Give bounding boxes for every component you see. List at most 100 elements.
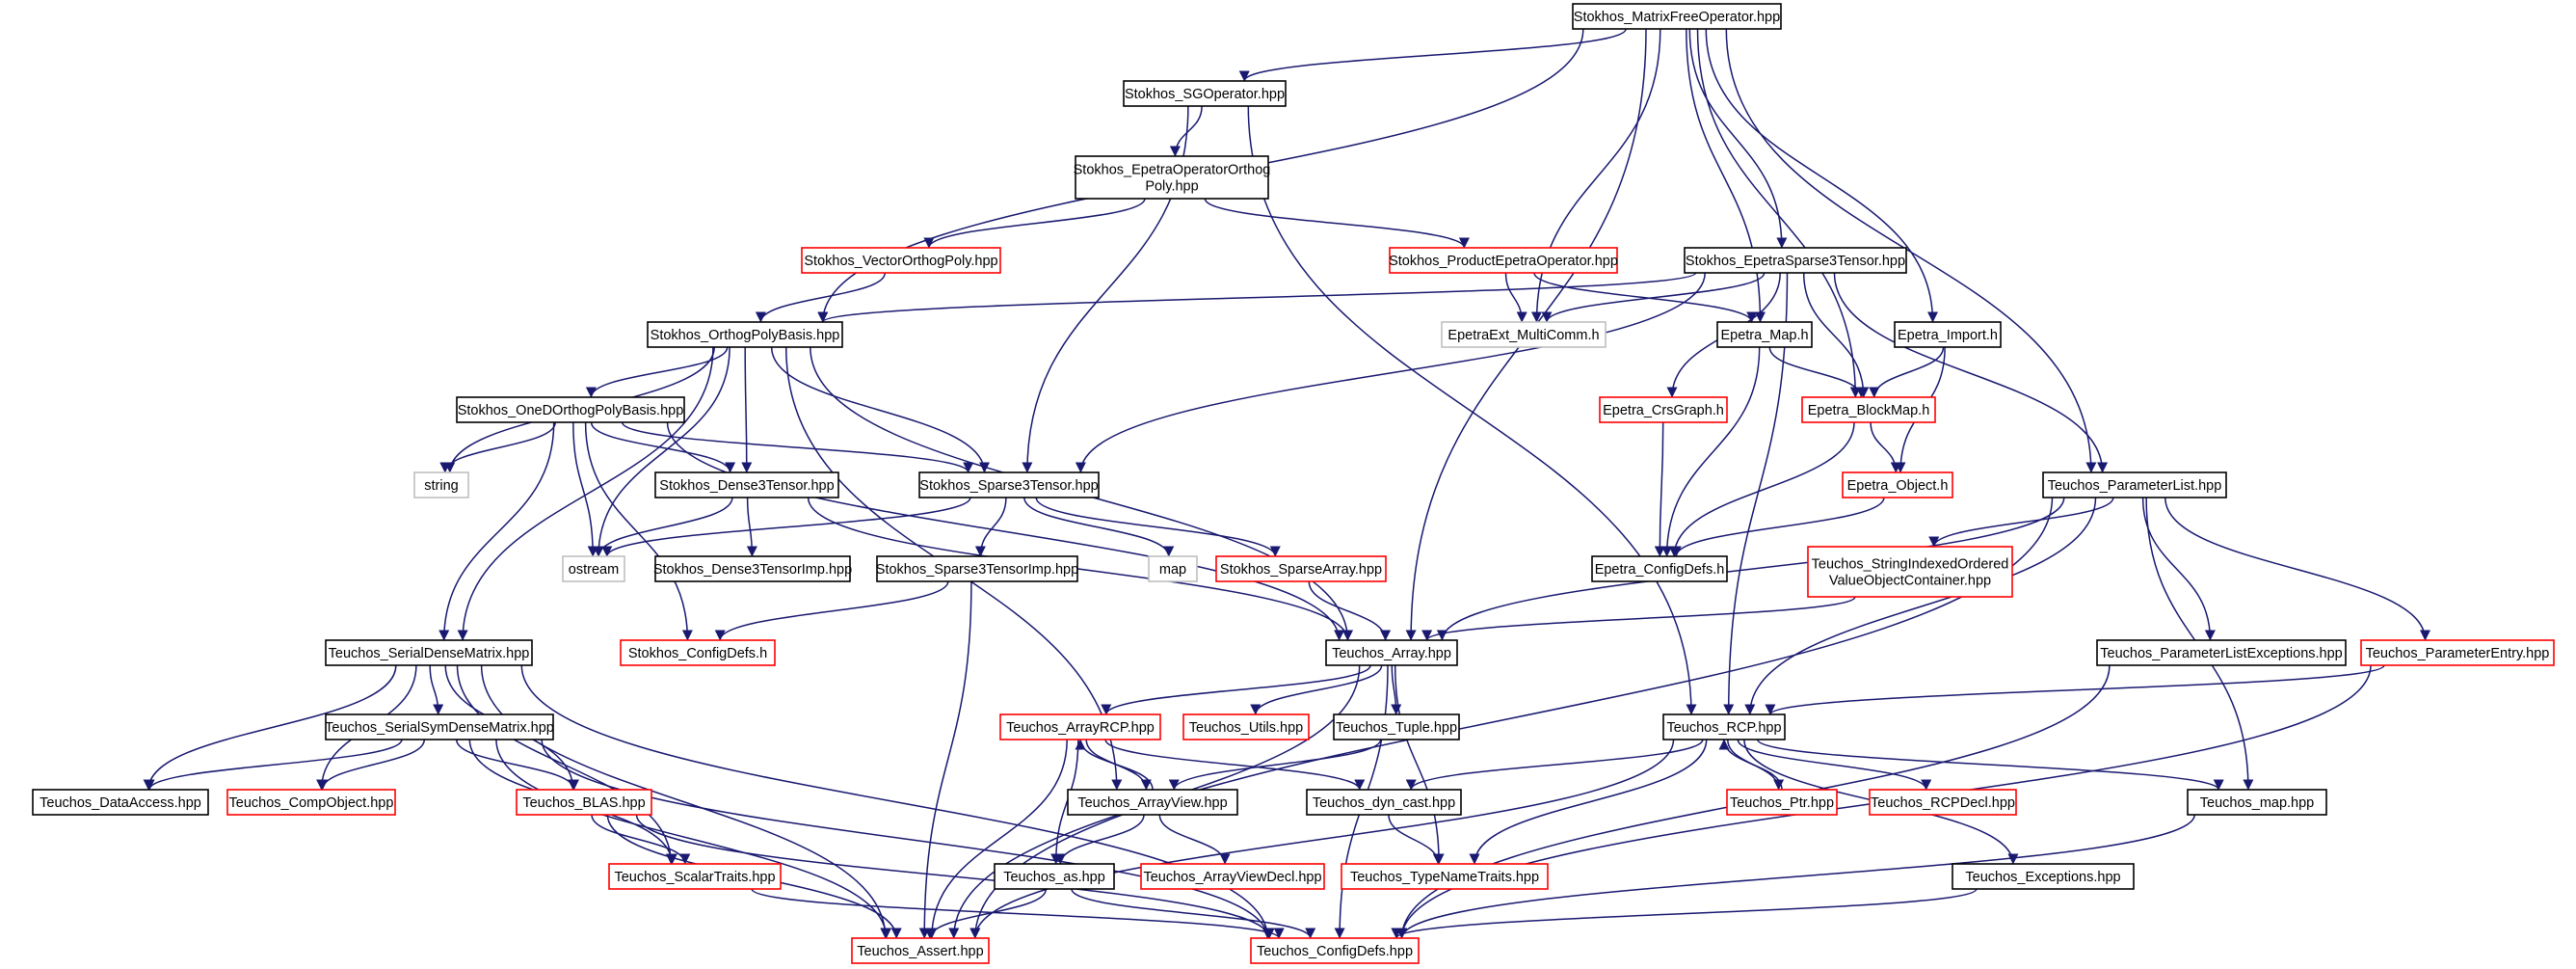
node-dense3[interactable]: Stokhos_Dense3Tensor.hpp — [654, 471, 839, 498]
node-map[interactable]: map — [1148, 555, 1198, 582]
edge-orthogpoly-to-serialdense — [457, 346, 714, 641]
node-teuchosconfig[interactable]: Teuchos_ConfigDefs.hpp — [1250, 937, 1420, 964]
node-box — [456, 396, 685, 423]
node-tmap[interactable]: Teuchos_map.hpp — [2187, 789, 2327, 816]
node-epetraobject[interactable]: Epetra_Object.h — [1842, 471, 1953, 498]
node-stokhosconfig[interactable]: Stokhos_ConfigDefs.h — [620, 639, 776, 666]
node-stringindexed[interactable]: Teuchos_StringIndexedOrderedValueObjectC… — [1807, 546, 2013, 598]
node-blockmap[interactable]: Epetra_BlockMap.h — [1801, 396, 1936, 423]
node-label: Stokhos_SGOperator.hpp — [1125, 87, 1285, 102]
node-tas[interactable]: Teuchos_as.hpp — [994, 863, 1115, 890]
node-paramentry[interactable]: Teuchos_ParameterEntry.hpp — [2360, 639, 2555, 666]
node-dense3imp[interactable]: Stokhos_Dense3TensorImp.hpp — [653, 555, 852, 582]
node-root[interactable]: Stokhos_MatrixFreeOperator.hpp — [1572, 3, 1782, 30]
node-sparse3[interactable]: Stokhos_Sparse3Tensor.hpp — [918, 471, 1100, 498]
node-label: Stokhos_Dense3TensorImp.hpp — [653, 562, 852, 578]
node-box — [1067, 789, 1238, 816]
edge-sparse3-to-sparsearray — [1035, 497, 1281, 557]
node-epetramap[interactable]: Epetra_Map.h — [1716, 321, 1813, 348]
edge-tuple-to-arrayview — [1168, 739, 1382, 791]
edge-orthogpoly-to-dense3 — [741, 346, 753, 473]
node-label: Teuchos_Array.hpp — [1332, 646, 1451, 661]
node-paramlist[interactable]: Teuchos_ParameterList.hpp — [2042, 471, 2227, 498]
node-box — [226, 789, 396, 816]
node-paramlistexc[interactable]: Teuchos_ParameterListExceptions.hpp — [2096, 639, 2347, 666]
node-arrayview[interactable]: Teuchos_ArrayView.hpp — [1067, 789, 1238, 816]
node-box — [1148, 555, 1198, 582]
node-exceptions[interactable]: Teuchos_Exceptions.hpp — [1952, 863, 2135, 890]
node-onedorthog[interactable]: Stokhos_OneDOrthogPolyBasis.hpp — [456, 396, 685, 423]
node-serialdense[interactable]: Teuchos_SerialDenseMatrix.hpp — [325, 639, 533, 666]
node-sparsearray[interactable]: Stokhos_SparseArray.hpp — [1215, 555, 1387, 582]
node-string[interactable]: string — [413, 471, 469, 498]
node-box — [325, 713, 554, 740]
node-rcp[interactable]: Teuchos_RCP.hpp — [1662, 713, 1786, 740]
edge-dyncast-to-typenametraits — [1388, 814, 1444, 865]
node-sparse3imp[interactable]: Stokhos_Sparse3TensorImp.hpp — [876, 555, 1078, 582]
edge-epetraimport-to-blockmap — [1869, 346, 1945, 398]
node-label: Teuchos_RCPDecl.hpp — [1871, 795, 2015, 811]
node-tuple[interactable]: Teuchos_Tuple.hpp — [1333, 713, 1460, 740]
edge-paramlist-to-rcp — [1744, 497, 2097, 715]
node-box — [1842, 471, 1953, 498]
node-ptr[interactable]: Teuchos_Ptr.hpp — [1726, 789, 1838, 816]
node-box — [32, 789, 209, 816]
node-rcpdecl[interactable]: Teuchos_RCPDecl.hpp — [1869, 789, 2017, 816]
edge-paramentry-to-rcp — [1765, 664, 2385, 715]
node-ostream[interactable]: ostream — [562, 555, 625, 582]
edge-orthogpoly-to-onedorthog — [585, 346, 729, 398]
node-epetraimport[interactable]: Epetra_Import.h — [1894, 321, 2002, 348]
node-label: Epetra_BlockMap.h — [1808, 403, 1930, 418]
node-arrayviewdecl[interactable]: Teuchos_ArrayViewDecl.hpp — [1140, 863, 1325, 890]
node-label: ValueObjectContainer.hpp — [1829, 574, 1991, 589]
edge-serialsym-to-teuchosconfig — [541, 739, 1273, 939]
edge-orthogpoly-to-sparse3 — [770, 346, 990, 473]
node-array[interactable]: Teuchos_Array.hpp — [1325, 639, 1458, 666]
edge-paramlist-to-paramentry — [2164, 497, 2430, 641]
node-dataaccess[interactable]: Teuchos_DataAccess.hpp — [32, 789, 209, 816]
node-prodop[interactable]: Stokhos_ProductEpetraOperator.hpp — [1389, 247, 1618, 274]
node-multicomm[interactable]: EpetraExt_MultiComm.h — [1441, 321, 1607, 348]
node-vectororthog[interactable]: Stokhos_VectorOrthogPoly.hpp — [801, 247, 1001, 274]
edge-root-to-blockmap — [1696, 28, 1861, 398]
node-box — [994, 863, 1115, 890]
edge-epetraop-to-vectororthog — [923, 198, 1146, 249]
node-box — [1662, 713, 1786, 740]
edge-array-to-tuple — [1391, 664, 1402, 715]
node-box — [654, 471, 839, 498]
edge-dense3-to-dense3imp — [746, 497, 757, 557]
node-compobject[interactable]: Teuchos_CompObject.hpp — [226, 789, 396, 816]
node-orthogpoly[interactable]: Stokhos_OrthogPolyBasis.hpp — [647, 321, 843, 348]
edge-onedorthog-to-array — [666, 421, 1345, 641]
node-label: Teuchos_BLAS.hpp — [522, 795, 645, 811]
node-label: Teuchos_ScalarTraits.hpp — [614, 870, 775, 885]
node-arrayrcp[interactable]: Teuchos_ArrayRCP.hpp — [999, 713, 1161, 740]
node-label: Teuchos_StringIndexedOrdered — [1812, 557, 2009, 573]
edge-arrayview-to-tas — [1054, 814, 1145, 865]
node-box — [2096, 639, 2347, 666]
node-blas[interactable]: Teuchos_BLAS.hpp — [516, 789, 652, 816]
edge-sparse3imp-to-stokhosconfig — [714, 580, 949, 641]
node-label: Stokhos_VectorOrthogPoly.hpp — [804, 254, 997, 269]
node-scalartraits[interactable]: Teuchos_ScalarTraits.hpp — [608, 863, 782, 890]
edge-root-to-paramlist — [1725, 28, 2097, 473]
node-dyncast[interactable]: Teuchos_dyn_cast.hpp — [1306, 789, 1462, 816]
node-serialsym[interactable]: Teuchos_SerialSymDenseMatrix.hpp — [325, 713, 554, 740]
node-crsgraph[interactable]: Epetra_CrsGraph.h — [1599, 396, 1728, 423]
edge-array-to-utils — [1250, 664, 1383, 715]
node-epetraconfig[interactable]: Epetra_ConfigDefs.h — [1591, 555, 1728, 582]
node-box — [2360, 639, 2555, 666]
node-box — [1591, 555, 1728, 582]
edge-epetraobject-to-epetraconfig — [1670, 497, 1885, 557]
node-label: Stokhos_ConfigDefs.h — [628, 646, 767, 661]
node-utils[interactable]: Teuchos_Utils.hpp — [1182, 713, 1310, 740]
node-typenametraits[interactable]: Teuchos_TypeNameTraits.hpp — [1341, 863, 1549, 890]
node-assert[interactable]: Teuchos_Assert.hpp — [851, 937, 990, 964]
edge-prodop-to-multicomm — [1504, 272, 1527, 323]
node-box — [1341, 863, 1549, 890]
edge-epetrasparse-to-blockmap — [1802, 272, 1870, 398]
node-sgop[interactable]: Stokhos_SGOperator.hpp — [1123, 80, 1287, 107]
node-box — [1182, 713, 1310, 740]
node-epetrasparse[interactable]: Stokhos_EpetraSparse3Tensor.hpp — [1684, 247, 1907, 274]
